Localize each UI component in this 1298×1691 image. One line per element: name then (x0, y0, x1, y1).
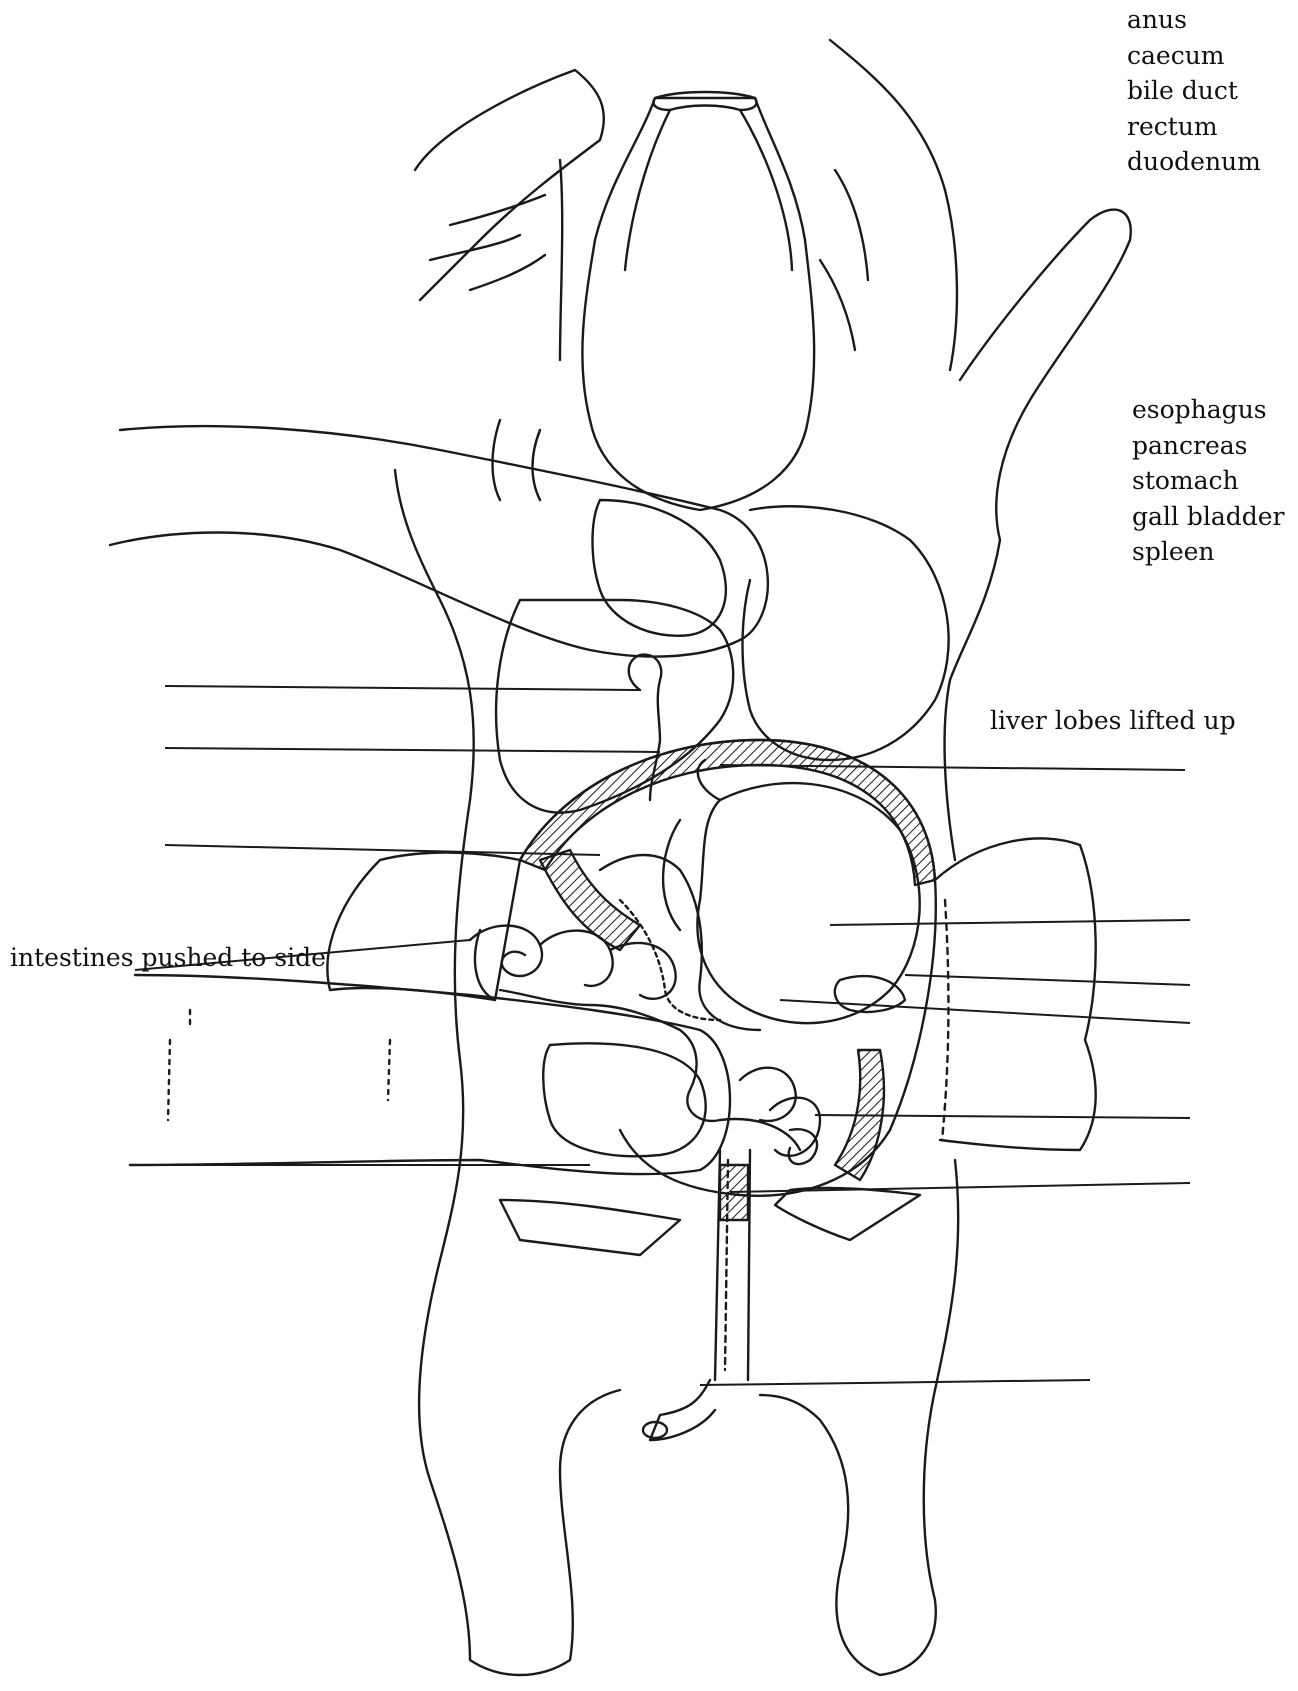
word-esophagus: esophagus (1132, 392, 1285, 428)
word-duodenum: duodenum (1127, 144, 1261, 180)
upper-finger (110, 426, 768, 656)
lower-finger (130, 975, 730, 1174)
word-pancreas: pancreas (1132, 428, 1285, 464)
small-intestine (470, 926, 800, 1150)
snout-tip (653, 92, 756, 110)
word-rectum: rectum (1127, 109, 1261, 145)
liver-lobe-right (743, 506, 949, 760)
word-stomach: stomach (1132, 463, 1285, 499)
left-label-lines (135, 686, 660, 1165)
right-label-lines (700, 765, 1190, 1385)
stomach (697, 783, 919, 1023)
rat-head (582, 98, 814, 510)
caecum (770, 1098, 820, 1156)
word-spleen: spleen (1132, 534, 1285, 570)
left-forelimb (415, 70, 604, 300)
body-outline-left (395, 470, 474, 1260)
upper-fingernail (593, 500, 726, 636)
left-skin-flap (327, 853, 520, 1001)
anus-tube (650, 1380, 715, 1440)
word-bank-top: anus caecum bile duct rectum duodenum (1127, 2, 1261, 180)
left-hind-leg (419, 1260, 620, 1675)
body-outline-right (945, 540, 1000, 860)
word-bile-duct: bile duct (1127, 73, 1261, 109)
word-gall-bladder: gall bladder (1132, 499, 1285, 535)
right-hind-leg (760, 1160, 958, 1675)
right-paw (960, 210, 1131, 540)
liver-note: liver lobes lifted up (990, 703, 1236, 738)
word-caecum: caecum (1127, 38, 1261, 74)
word-anus: anus (1127, 2, 1261, 38)
right-skin-flap (935, 838, 1096, 1150)
lower-skin-flap (500, 1200, 680, 1255)
pancreas (620, 900, 720, 1020)
cavity-hatched-rim (520, 740, 935, 885)
intestine-note: intestines pushed to side (10, 940, 326, 975)
word-bank-middle: esophagus pancreas stomach gall bladder … (1132, 392, 1285, 570)
